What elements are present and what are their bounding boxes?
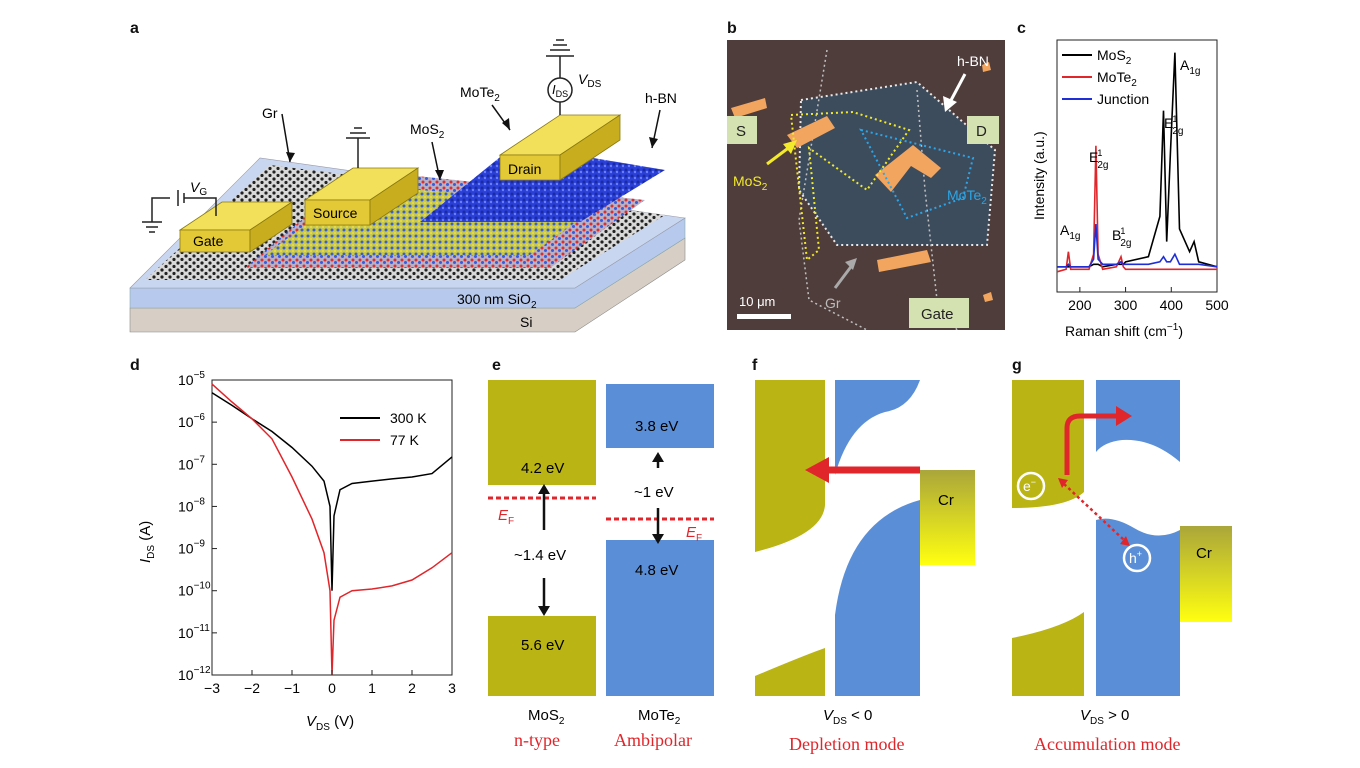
d-ytick-label: 10−10 xyxy=(178,581,211,599)
d-xtick-label: −2 xyxy=(244,680,260,696)
d-ytick-label: 10−12 xyxy=(178,665,211,683)
c-xlabel: Raman shift (cm−1) xyxy=(1065,322,1183,339)
d-xtick-label: 3 xyxy=(448,680,456,696)
d-ytick-label: 10−8 xyxy=(178,496,205,514)
panel-letter-e: e xyxy=(492,357,501,374)
c-legend-mos2: MoS2 xyxy=(1097,47,1132,67)
b-s-label: S xyxy=(736,123,746,140)
panel-g-accumulation-diagram: e− h+ Cr VDS > 0 Accumulation mode xyxy=(1012,380,1232,754)
e-mote2-cb: 3.8 eV xyxy=(635,418,678,435)
d-legend-300k: 300 K xyxy=(390,410,427,426)
panel-letter-b: b xyxy=(727,20,737,37)
b-d-label: D xyxy=(976,123,987,140)
panel-b-optical-image: S D Gate h-BN MoS2 MoTe2 Gr 10 μm xyxy=(727,40,1005,330)
g-cr-label: Cr xyxy=(1196,545,1212,562)
f-mode-label: Depletion mode xyxy=(789,734,904,754)
b-hbn-label: h-BN xyxy=(957,53,989,69)
a-vg-label: VG xyxy=(190,179,207,198)
d-ytick-label: 10−9 xyxy=(178,539,205,557)
c-xtick-label: 200 xyxy=(1068,297,1092,313)
a-sio2-label: 300 nm SiO2 xyxy=(457,291,537,311)
b-mos2-label: MoS2 xyxy=(733,173,768,193)
b-scalebar-label: 10 μm xyxy=(739,294,775,309)
e-mote2-type: Ambipolar xyxy=(614,730,692,750)
c-legend: MoS2 MoTe2 Junction xyxy=(1062,47,1149,107)
c-ylabel: Intensity (a.u.) xyxy=(1031,131,1047,220)
panel-e-band-diagram: 4.2 eV 5.6 eV ~1.4 eV 3.8 eV 4.8 eV ~1 e… xyxy=(488,380,714,750)
c-legend-mote2: MoTe2 xyxy=(1097,69,1137,89)
panel-letter-c: c xyxy=(1017,20,1026,37)
f-cr-label: Cr xyxy=(938,492,954,509)
d-xtick-label: 0 xyxy=(328,680,336,696)
b-mote2-label: MoTe2 xyxy=(947,187,987,207)
c-xtick-label: 400 xyxy=(1160,297,1184,313)
c-xtick-label: 500 xyxy=(1205,297,1229,313)
e-mote2-gap: ~1 eV xyxy=(634,484,674,501)
g-bias-label: VDS > 0 xyxy=(1080,707,1129,727)
a-gr-label: Gr xyxy=(262,105,278,121)
c-peak-a1g-mote2: A1g xyxy=(1060,222,1080,242)
a-source-label: Source xyxy=(313,205,358,221)
d-ytick-label: 10−5 xyxy=(178,370,205,388)
c-plot-frame xyxy=(1056,39,1218,293)
e-mos2-gap: ~1.4 eV xyxy=(514,547,566,564)
d-series-0 xyxy=(211,392,453,591)
a-hbn-label: h-BN xyxy=(645,90,677,106)
d-ylabel: IDS (A) xyxy=(137,521,157,563)
a-ids-label: IDS xyxy=(552,82,568,99)
c-series-0 xyxy=(1057,52,1218,268)
d-xtick-label: −3 xyxy=(204,680,220,696)
d-ytick-label: 10−11 xyxy=(178,623,210,641)
g-mode-label: Accumulation mode xyxy=(1034,734,1180,754)
e-mos2-vb: 5.6 eV xyxy=(521,637,564,654)
d-xtick-label: −1 xyxy=(284,680,300,696)
d-xtick-label: 2 xyxy=(408,680,416,696)
b-gate-label: Gate xyxy=(921,306,954,323)
c-series-2 xyxy=(1057,223,1218,268)
c-xtick-label: 300 xyxy=(1114,297,1138,313)
a-vds-label: VDS xyxy=(578,71,602,90)
c-peak-a1g-mos2: A1g xyxy=(1180,57,1200,77)
panel-letter-g: g xyxy=(1012,357,1022,374)
panel-d-iv-chart: −3 −2 −1 0 1 2 3 10−12 10−11 10−10 10−9 10−8 10−7 10… xyxy=(137,370,456,733)
e-mote2-name: MoTe2 xyxy=(638,707,681,727)
d-xtick-label: 1 xyxy=(368,680,376,696)
e-mos2-name: MoS2 xyxy=(528,707,565,727)
e-mos2-type: n-type xyxy=(514,730,560,750)
d-xlabel: VDS (V) xyxy=(306,713,354,733)
panel-a-device-schematic: Gr MoS2 MoTe2 h-BN Gate Source Drain VG … xyxy=(129,39,686,333)
e-ef-mos2: EF xyxy=(498,507,514,527)
panel-f-depletion-diagram: Cr VDS < 0 Depletion mode xyxy=(755,380,975,754)
a-drain-label: Drain xyxy=(508,161,541,177)
d-legend: 300 K 77 K xyxy=(340,410,427,448)
e-mote2-vb: 4.8 eV xyxy=(635,562,678,579)
g-electron-label: e− xyxy=(1023,477,1036,494)
c-legend-junction: Junction xyxy=(1097,91,1149,107)
panel-letter-f: f xyxy=(752,357,758,374)
d-ytick-label: 10−6 xyxy=(178,412,205,430)
panel-letter-d: d xyxy=(130,357,140,374)
a-mos2-label: MoS2 xyxy=(410,121,445,141)
a-gate-label: Gate xyxy=(193,233,224,249)
g-hole-label: h+ xyxy=(1129,549,1142,566)
d-series-1 xyxy=(211,383,453,676)
f-bias-label: VDS < 0 xyxy=(823,707,872,727)
panel-letter-a: a xyxy=(130,20,139,37)
d-legend-77k: 77 K xyxy=(390,432,419,448)
b-gr-label: Gr xyxy=(825,295,841,311)
e-mos2-cb: 4.2 eV xyxy=(521,460,564,477)
c-series-1 xyxy=(1056,145,1217,273)
d-ytick-label: 10−7 xyxy=(178,454,205,472)
a-si-label: Si xyxy=(520,314,532,330)
a-mote2-label: MoTe2 xyxy=(460,84,500,104)
e-ef-mote2: EF xyxy=(686,524,702,544)
